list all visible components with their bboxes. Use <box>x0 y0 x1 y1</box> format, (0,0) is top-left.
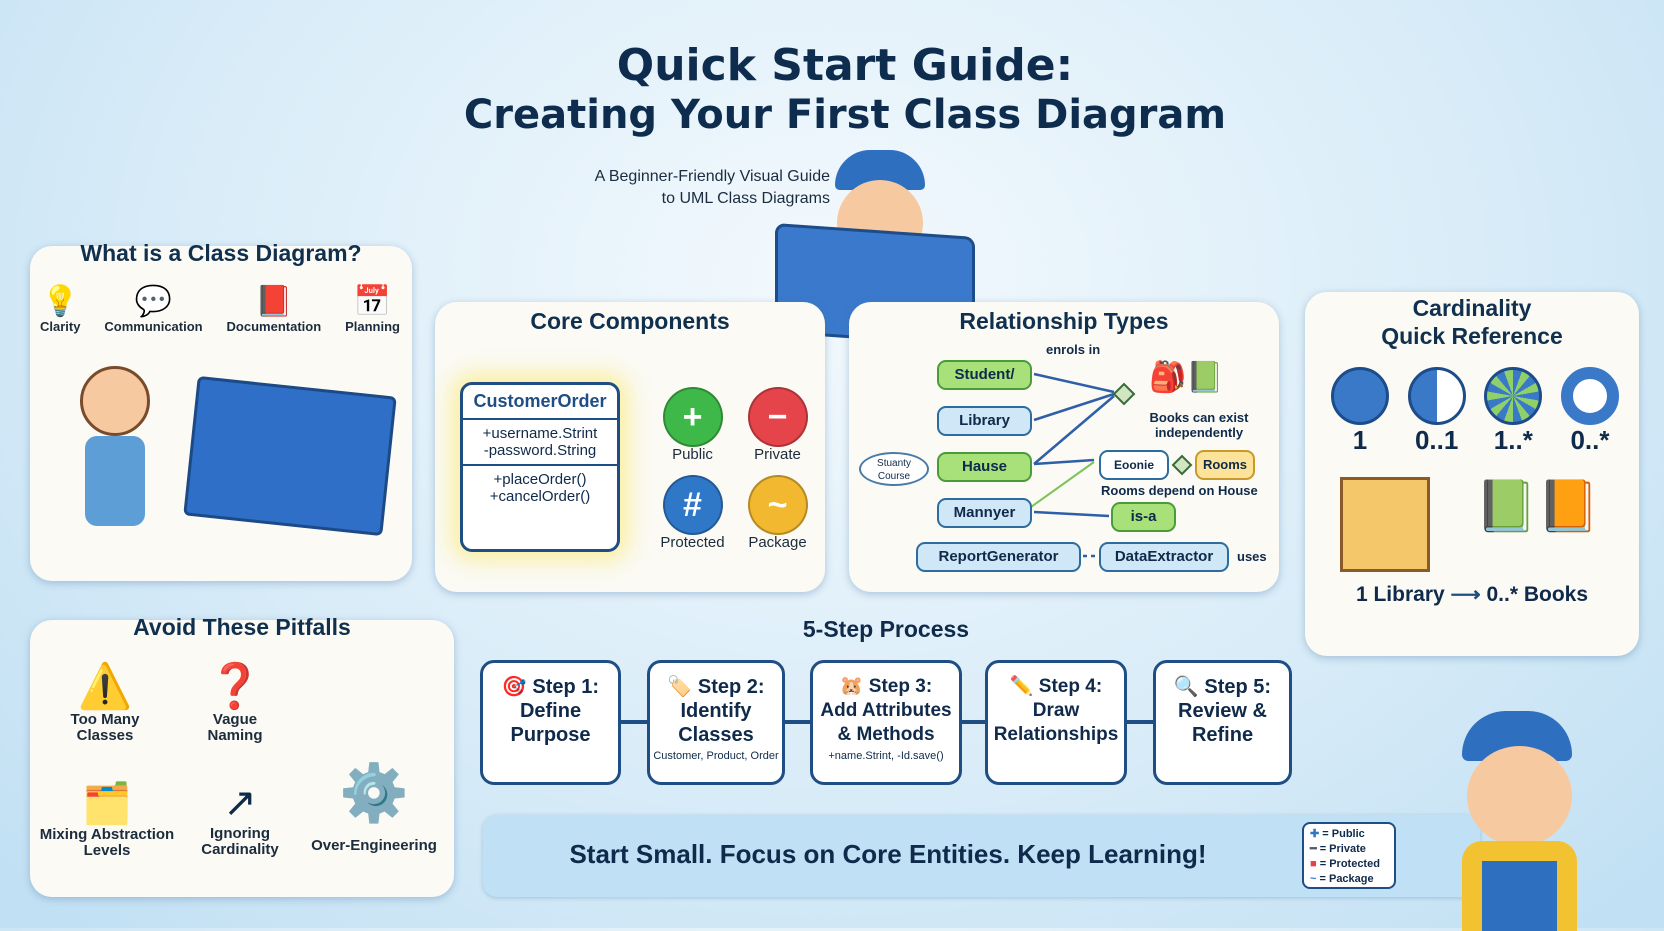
what-is-title: What is a Class Diagram? <box>80 240 362 266</box>
books-icon: 📗📙 <box>1475 478 1600 534</box>
tangle-warning-icon: ⚠️ <box>77 662 133 711</box>
cardinality-one: 1 <box>1325 367 1395 456</box>
method: +cancelOrder() <box>489 488 591 505</box>
cardinality-one-many: 1..* <box>1478 367 1548 456</box>
attribute: -password.String <box>483 442 597 459</box>
tilde-icon: ~ <box>1310 873 1317 885</box>
pitfall-over-engineering: ⚙️Over-Engineering <box>298 760 450 854</box>
modifier-protected: #Protected <box>650 475 735 551</box>
backpack-books-icon: 🎒📗 <box>1149 361 1224 394</box>
node-library: Library <box>937 406 1032 436</box>
node-rooms: Rooms <box>1195 450 1255 480</box>
item-documentation: 📕Documentation <box>226 285 322 334</box>
method: +placeOrder() <box>493 471 587 488</box>
label-books-independent: Books can exist independently <box>1149 410 1249 440</box>
item-communication: 💬Communication <box>104 285 203 334</box>
tag-icon: 🏷️ <box>667 676 693 698</box>
lightbulb-icon: 💡 <box>41 285 79 318</box>
what-is-panel: What is a Class Diagram? 💡Clarity 💬Commu… <box>30 240 412 581</box>
class-box: CustomerOrder +username.Strint-password.… <box>460 382 620 552</box>
label-uses: uses <box>1237 549 1267 564</box>
calendar-check-icon: 📅 <box>353 285 392 318</box>
speech-bubble-icon: 💬 <box>134 285 173 318</box>
node-manager: Mannyer <box>937 498 1032 528</box>
aggregation-diamond <box>1112 382 1136 406</box>
pencil-icon: ✏️ <box>1009 676 1034 697</box>
question-mark-icon: ❓ <box>207 662 263 711</box>
modifier-public: +Public <box>650 387 735 463</box>
item-clarity: 💡Clarity <box>40 285 81 334</box>
step-5: 🔍 Step 5:Review &Refine <box>1153 660 1292 785</box>
relationship-title: Relationship Types <box>959 308 1169 334</box>
square-icon: ■ <box>1310 858 1317 870</box>
core-title: Core Components <box>530 308 730 334</box>
title-line2: Creating Your First Class Diagram <box>463 92 1227 138</box>
modifier-private: −Private <box>735 387 820 463</box>
modifier-package: ~Package <box>735 475 820 551</box>
relationship-types-panel: Relationship Types Student/ Library Haus… <box>849 302 1279 592</box>
striped-circle-icon <box>1484 367 1543 425</box>
layers-icon: 🗂️ <box>82 782 132 826</box>
plus-icon: ✚ <box>1310 828 1320 840</box>
waving-mascot <box>1422 711 1614 931</box>
thought-bubble: Stuanty Course <box>859 452 929 486</box>
mascot-with-blueprint <box>775 150 975 347</box>
process-title: 5-Step Process <box>802 616 970 642</box>
blueprint-illustration <box>183 375 397 537</box>
pitfalls-title: Avoid These Pitfalls <box>133 614 351 640</box>
minus-icon: − <box>747 387 808 447</box>
library-building-icon <box>1340 477 1430 572</box>
minus-icon: ━ <box>1310 843 1317 855</box>
label-rooms-depend: Rooms depend on House <box>1101 483 1258 498</box>
plus-icon: + <box>662 387 723 447</box>
cardinality-example: 1 Library ⟶ 0..* Books <box>1355 583 1589 606</box>
class-name: CustomerOrder <box>463 385 617 420</box>
node-data-extractor: DataExtractor <box>1099 542 1229 572</box>
magnifier-icon: 🔍 <box>1173 676 1199 698</box>
ring-icon <box>1560 367 1619 425</box>
book-icon: 📕 <box>255 285 293 318</box>
title-line1: Quick Start Guide: <box>616 40 1074 91</box>
cardinality-zero-one: 0..1 <box>1402 367 1472 456</box>
composition-diamond <box>1171 454 1193 476</box>
boy-illustration <box>80 366 150 436</box>
gears-machine-icon: ⚙️ <box>339 761 409 824</box>
attribute: +username.Strint <box>482 425 598 442</box>
broken-arrow-icon: ↗ <box>223 781 257 825</box>
half-circle-icon <box>1407 367 1466 425</box>
relationship-arrows <box>1023 372 1193 558</box>
target-icon: 🎯 <box>501 676 527 698</box>
core-components-panel: Core Components CustomerOrder +username.… <box>435 302 825 592</box>
node-house: Hause <box>937 452 1032 482</box>
node-rooms-small: Eoonie <box>1099 450 1169 480</box>
motto-text: Start Small. Focus on Core Entities. Kee… <box>569 839 1207 869</box>
legend-box: ✚ = Public ━ = Private ■ = Protected ~ =… <box>1302 822 1396 889</box>
label-enrols: enrols in <box>1046 342 1101 357</box>
node-report-generator: ReportGenerator <box>916 542 1081 572</box>
hash-icon: # <box>662 475 723 535</box>
cardinality-zero-many: 0..* <box>1555 367 1625 456</box>
tilde-icon: ~ <box>747 475 808 535</box>
character-icon: 🐹 <box>839 676 864 697</box>
node-is-a: is-a <box>1111 502 1176 532</box>
filled-circle-icon <box>1331 367 1389 425</box>
item-planning: 📅Planning <box>345 285 400 334</box>
node-student: Student/ <box>937 360 1032 390</box>
step-3: 🐹 Step 3:Add Attributes& Methods+name.St… <box>810 660 962 785</box>
